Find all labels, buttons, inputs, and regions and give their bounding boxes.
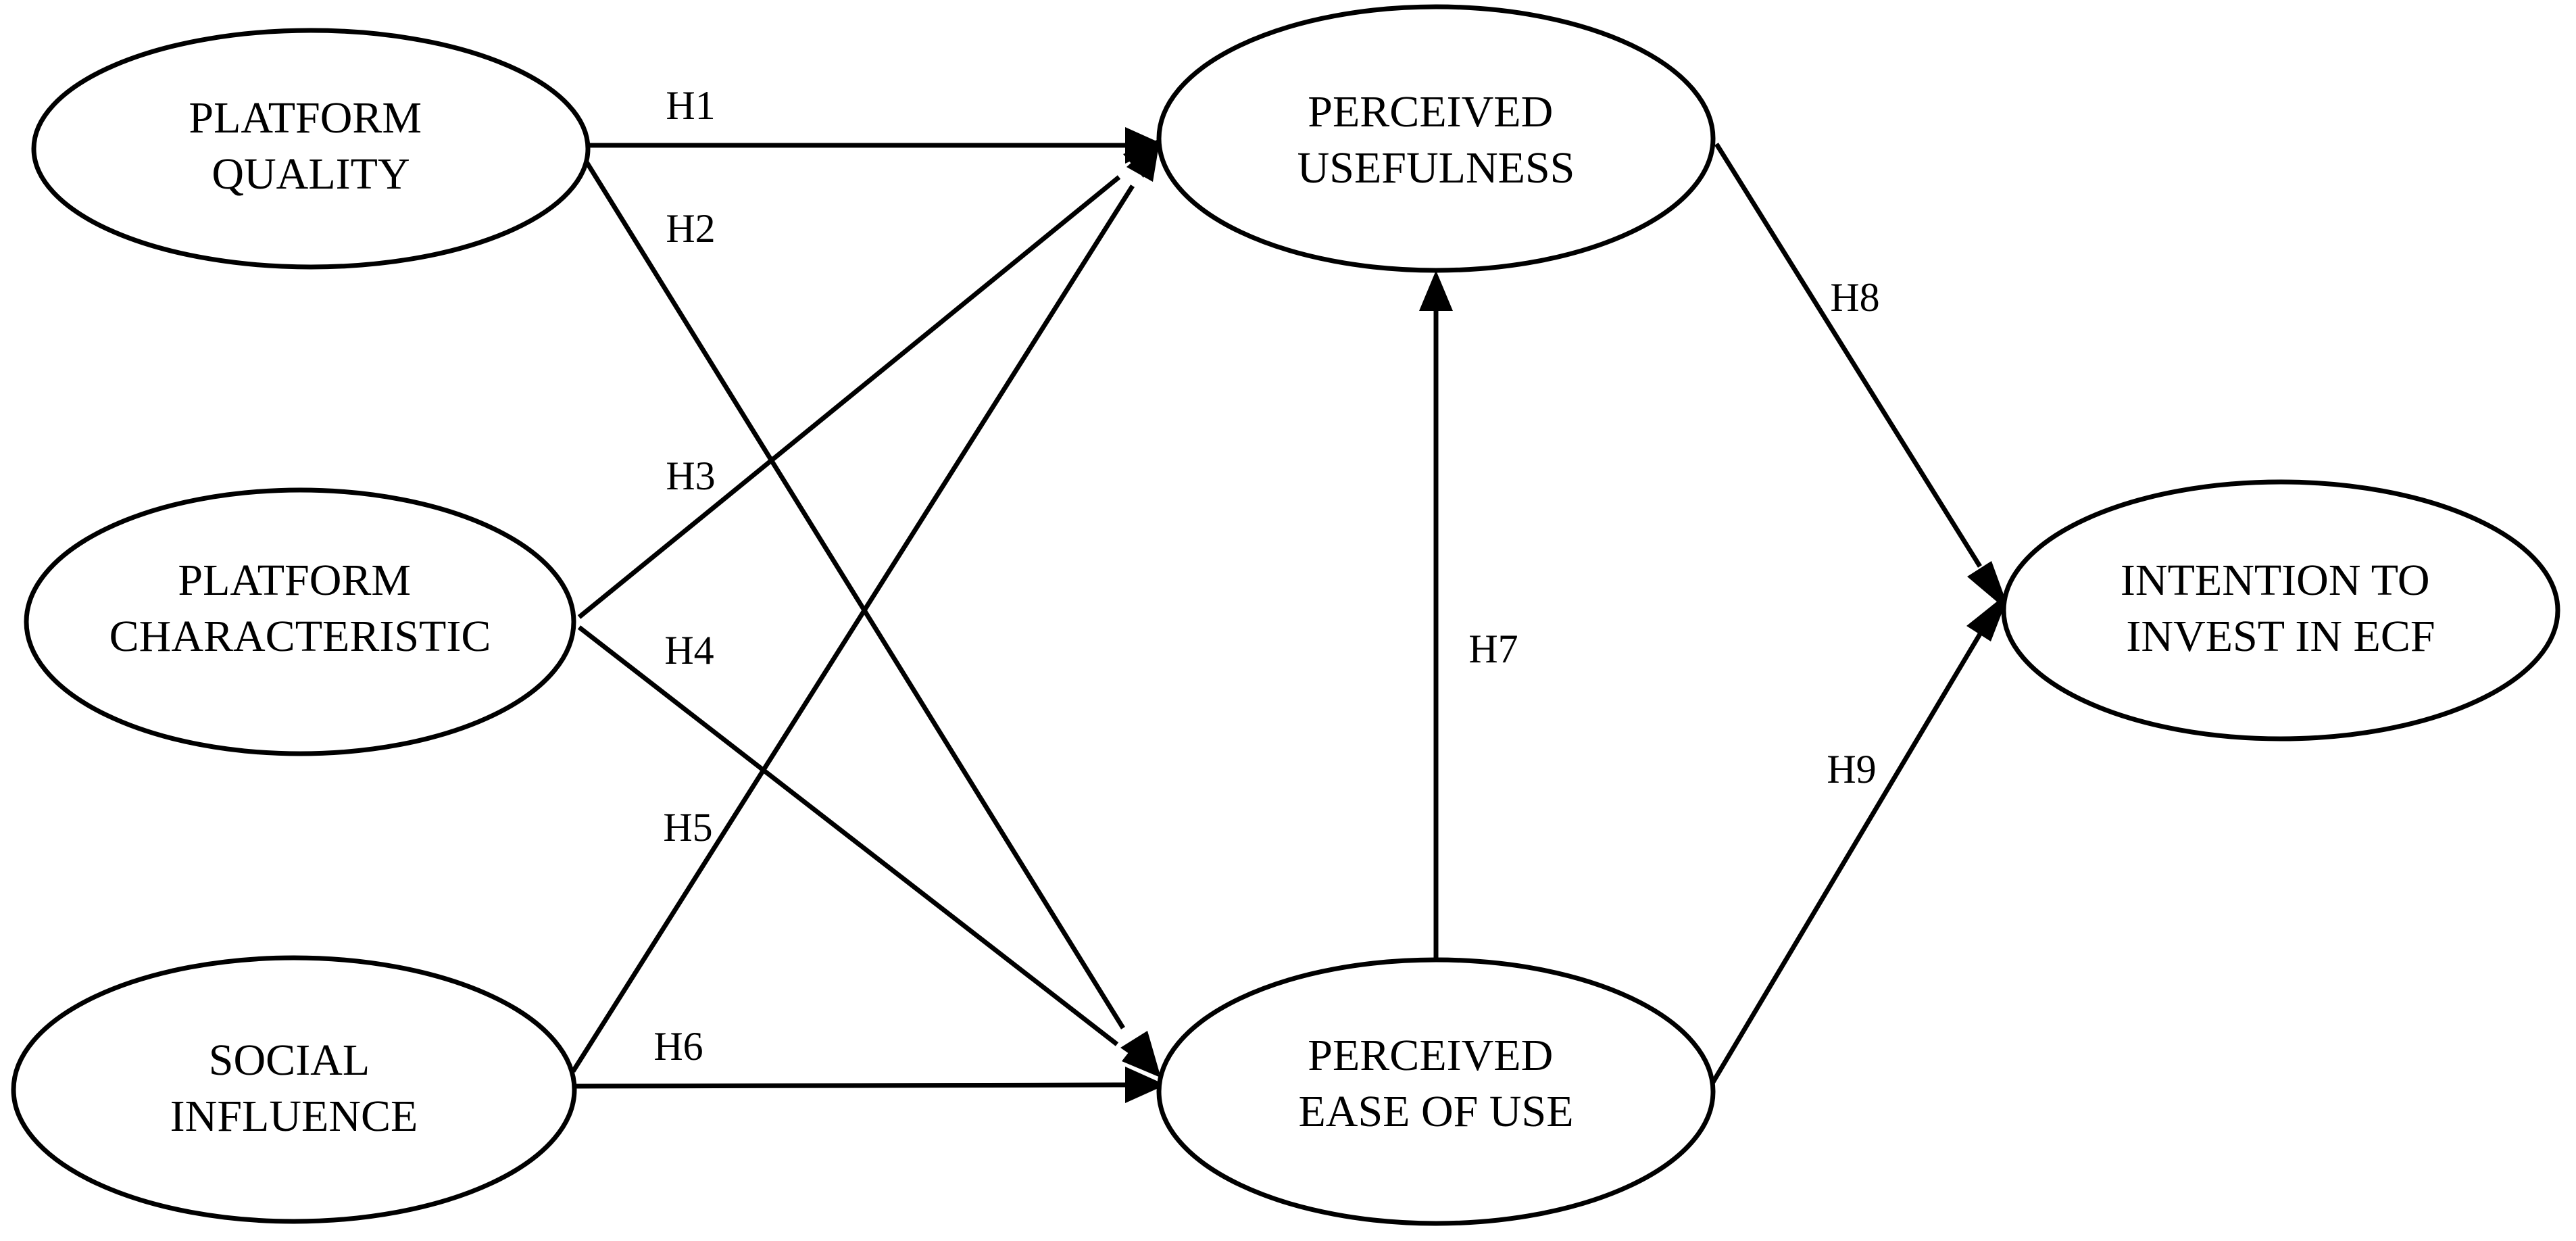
node-perceived-usefulness-shape <box>1156 4 1716 273</box>
node-perceived-usefulness: PERCEIVED USEFULNESS <box>1156 4 1716 273</box>
edge-h5-label: H5 <box>663 805 712 850</box>
node-platform-quality-line-2: QUALITY <box>212 149 410 199</box>
edge-h7-label: H7 <box>1468 627 1518 671</box>
edge-h3-line <box>577 175 1121 619</box>
edge-h5-line <box>571 185 1135 1073</box>
edge-h8-line <box>1714 143 1982 568</box>
node-perceived-ease-of-use-shape <box>1156 957 1716 1226</box>
edge-h5-arrowhead <box>1126 137 1160 182</box>
node-platform-quality-shape <box>31 28 591 270</box>
node-perceived-usefulness-line-2: USEFULNESS <box>1297 143 1575 193</box>
node-perceived-ease-of-use-line-1: PERCEIVED <box>1308 1031 1553 1080</box>
edge-h2-label: H2 <box>666 206 715 251</box>
node-perceived-ease-of-use: PERCEIVED EASE OF USE <box>1156 957 1716 1226</box>
node-intention-to-invest-line-2: INVEST IN ECF <box>2126 612 2435 661</box>
node-platform-quality: PLATFORM QUALITY <box>31 28 591 270</box>
edge-arrowheads <box>1120 127 2010 1103</box>
edge-labels: H1 H2 H3 H4 H5 H6 H7 H8 H9 <box>653 83 1879 1069</box>
edge-h3-label: H3 <box>666 454 715 498</box>
edge-h6-line <box>572 1082 1126 1089</box>
edge-h4-label: H4 <box>664 628 714 673</box>
node-social-influence: SOCIAL INFLUENCE <box>11 955 577 1224</box>
node-perceived-ease-of-use-line-2: EASE OF USE <box>1298 1087 1573 1136</box>
edge-h9-line <box>1708 633 1983 1087</box>
node-platform-characteristic-line-2: CHARACTERISTIC <box>109 612 491 661</box>
edge-h8-label: H8 <box>1830 275 1879 320</box>
node-platform-quality-line-1: PLATFORM <box>189 93 422 143</box>
edge-h4-arrowhead <box>1122 1038 1160 1077</box>
node-social-influence-line-2: INFLUENCE <box>170 1092 418 1141</box>
node-intention-to-invest: INTENTION TO INVEST IN ECF <box>2001 479 2560 741</box>
edge-h9-arrowhead <box>1966 591 2010 641</box>
edge-h4-line <box>577 625 1119 1046</box>
node-platform-characteristic-label: PLATFORM CHARACTERISTIC <box>109 556 491 661</box>
edge-h1-label: H1 <box>666 83 715 128</box>
node-intention-to-invest-shape <box>2001 479 2560 741</box>
node-social-influence-line-1: SOCIAL <box>209 1036 368 1085</box>
node-platform-characteristic: PLATFORM CHARACTERISTIC <box>24 487 576 756</box>
edge-lines <box>571 143 1983 1089</box>
node-perceived-usefulness-line-1: PERCEIVED <box>1308 87 1553 137</box>
node-platform-quality-label: PLATFORM QUALITY <box>189 93 432 199</box>
node-intention-to-invest-label: INTENTION TO INVEST IN ECF <box>2121 556 2441 661</box>
edge-h6-label: H6 <box>653 1024 703 1069</box>
node-social-influence-label: SOCIAL INFLUENCE <box>170 1036 418 1141</box>
node-social-influence-shape <box>11 955 577 1224</box>
edge-h9-label: H9 <box>1827 747 1876 792</box>
edge-h6-arrowhead <box>1125 1067 1166 1103</box>
node-platform-characteristic-line-1: PLATFORM <box>178 556 411 605</box>
node-platform-characteristic-shape <box>24 487 576 756</box>
edge-h2-line <box>580 154 1125 1029</box>
node-intention-to-invest-line-1: INTENTION TO <box>2121 556 2430 605</box>
node-perceived-usefulness-label: PERCEIVED USEFULNESS <box>1297 87 1575 193</box>
edge-h7-arrowhead <box>1419 270 1453 311</box>
node-perceived-ease-of-use-label: PERCEIVED EASE OF USE <box>1298 1031 1573 1136</box>
